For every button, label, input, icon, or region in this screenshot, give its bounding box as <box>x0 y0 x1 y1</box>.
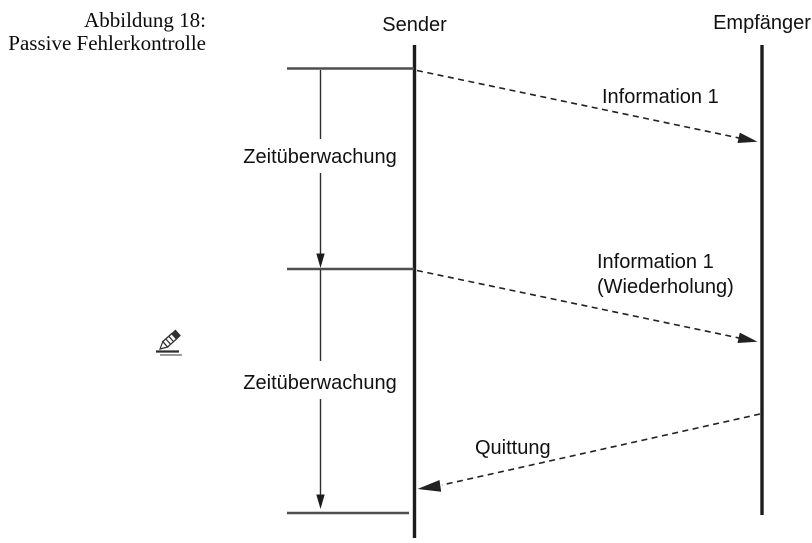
msg2-dashed-line <box>416 269 741 339</box>
msg2-label-line2: (Wiederholung) <box>597 276 734 298</box>
timer1-arrowhead-down-icon <box>316 253 325 268</box>
actor-label-receiver: Empfänger <box>713 12 811 34</box>
msg1-arrowhead-right-icon <box>737 132 758 143</box>
pencil-icon <box>156 329 182 356</box>
figure-caption: Abbildung 18: Passive Fehlerkontrolle <box>0 9 206 55</box>
msg2-arrowhead-right-icon <box>737 332 758 343</box>
msg3-dashed-line <box>441 413 761 486</box>
actor-label-sender: Sender <box>382 14 447 36</box>
msg1-label: Information 1 <box>602 86 719 108</box>
figure-caption-line2: Passive Fehlerkontrolle <box>8 31 206 55</box>
figure-caption-line1: Abbildung 18: <box>84 8 206 32</box>
msg3-arrowhead-left-icon <box>417 480 442 492</box>
msg1-dashed-line <box>416 69 741 139</box>
timer2-arrowhead-down-icon <box>316 494 325 509</box>
msg2-label: Information 1 (Wiederholung) <box>597 250 734 300</box>
timer2-label: Zeitüberwachung <box>243 372 397 394</box>
msg2-label-line1: Information 1 <box>597 251 714 273</box>
timer1-label: Zeitüberwachung <box>243 146 397 168</box>
msg3-label: Quittung <box>475 437 551 459</box>
